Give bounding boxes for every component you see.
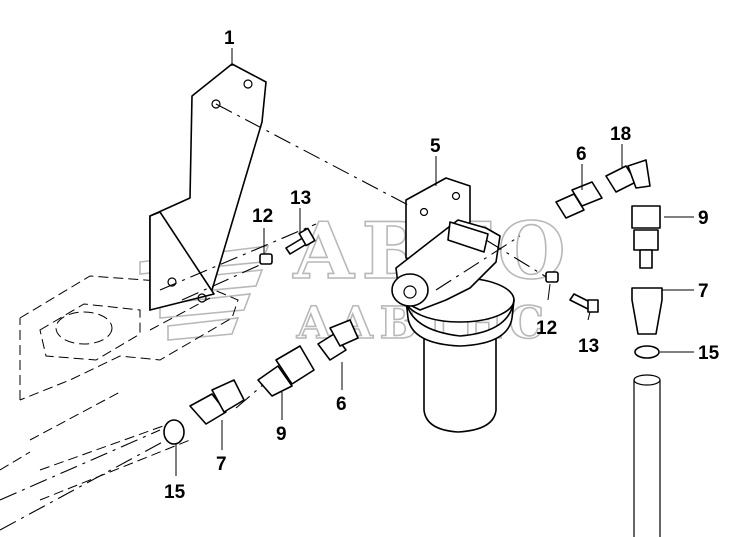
callout-leaders [175, 48, 694, 476]
callout-9: 9 [698, 208, 709, 229]
callouts: 1 5 6 18 9 13 12 7 12 13 15 6 9 7 15 [164, 28, 720, 503]
callout-1: 1 [224, 28, 235, 49]
callout-7: 7 [698, 281, 709, 302]
callout-15: 15 [698, 343, 720, 364]
callout-13: 13 [578, 336, 599, 357]
hardware [163, 159, 663, 537]
callout-13: 13 [290, 188, 311, 209]
callout-9: 9 [276, 424, 287, 445]
filter-assembly [391, 219, 515, 433]
callout-6: 6 [576, 144, 587, 165]
callout-6: 6 [336, 394, 347, 415]
assembly-lines [0, 103, 549, 531]
engine-block-outline [0, 275, 239, 501]
callout-12: 12 [536, 318, 557, 339]
callout-12: 12 [252, 206, 273, 227]
callout-18: 18 [610, 124, 631, 145]
callout-5: 5 [430, 136, 441, 157]
callout-15: 15 [164, 482, 186, 503]
part-1-bracket [149, 63, 267, 311]
callout-7: 7 [216, 454, 227, 475]
